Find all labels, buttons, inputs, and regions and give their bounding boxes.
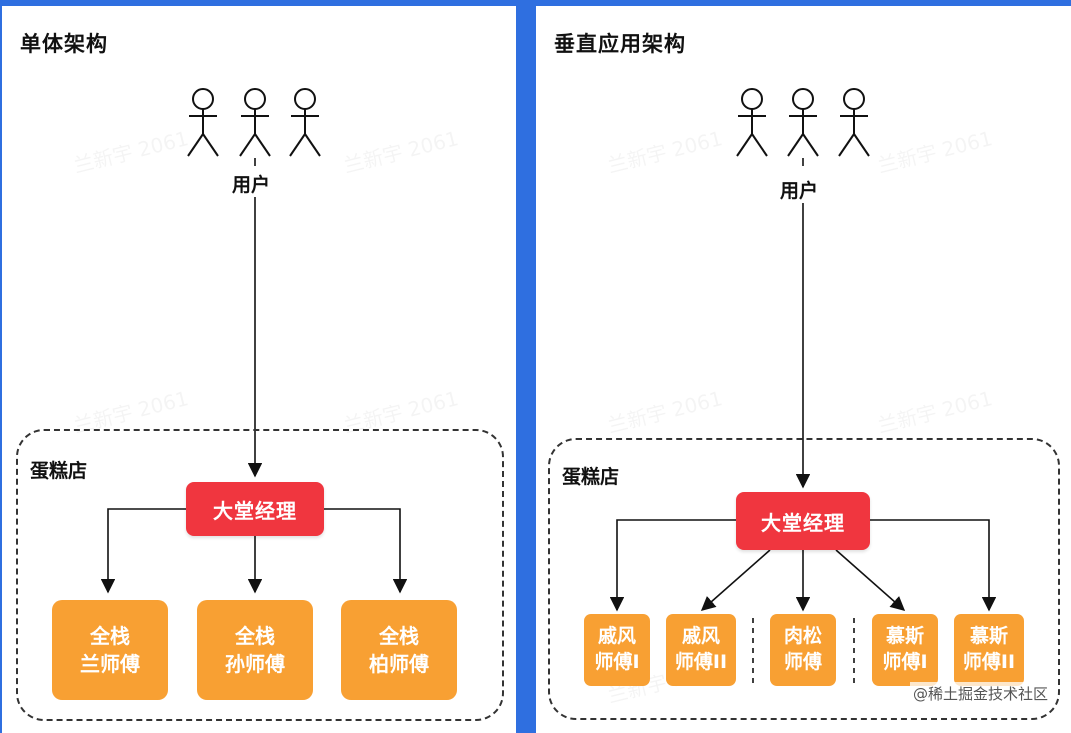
chef-node: 全栈 兰师傅	[52, 600, 168, 700]
chef-skill: 戚风	[681, 625, 720, 648]
chef-name: 孙师傅	[225, 652, 285, 676]
chef-skill: 全栈	[379, 624, 419, 648]
users-label: 用户	[778, 176, 821, 203]
chef-name: 师傅I	[882, 651, 928, 673]
chef-name: 师傅II	[674, 651, 728, 673]
users-label: 用户	[230, 170, 273, 197]
chef-node: 戚风 师傅II	[666, 614, 736, 686]
chef-skill: 戚风	[597, 625, 636, 648]
cake-shop-label: 蛋糕店	[562, 466, 620, 488]
lobby-manager-node: 大堂经理	[736, 492, 870, 550]
chef-name: 师傅I	[594, 651, 640, 673]
vertical-architecture-panel: 兰新宇 2061 兰新宇 2061 兰新宇 2061 兰新宇 2061 兰新宇 …	[536, 6, 1071, 733]
diagram-connectors	[100, 88, 408, 594]
chef-node: 全栈 孙师傅	[197, 600, 313, 700]
chef-name: 柏师傅	[369, 652, 429, 676]
chef-skill: 慕斯	[885, 625, 924, 648]
user-icon	[289, 88, 321, 157]
user-icon	[239, 88, 271, 157]
chef-skill: 全栈	[235, 624, 275, 648]
cake-shop-boundary	[16, 429, 504, 721]
chef-node: 慕斯 师傅II	[954, 614, 1024, 686]
chef-node: 肉松 师傅	[770, 614, 836, 686]
chef-name: 师傅II	[962, 651, 1016, 673]
chef-node: 戚风 师傅I	[584, 614, 650, 686]
lobby-manager-node: 大堂经理	[186, 482, 324, 536]
panel-title: 垂直应用架构	[554, 32, 686, 56]
cake-shop-label: 蛋糕店	[30, 460, 88, 482]
cake-shop-boundary	[548, 438, 1060, 720]
diagram-connectors	[609, 88, 997, 686]
user-icon	[787, 88, 819, 157]
chef-skill: 全栈	[90, 624, 130, 648]
panel-title: 单体架构	[20, 32, 108, 56]
source-watermark: @稀土掘金技术社区	[909, 682, 1051, 705]
chef-node: 慕斯 师傅I	[872, 614, 938, 686]
chef-skill: 肉松	[783, 625, 822, 648]
chef-name: 师傅	[783, 651, 822, 673]
user-icon	[736, 88, 768, 157]
chef-skill: 慕斯	[969, 625, 1008, 648]
monolithic-architecture-panel: 兰新宇 2061 兰新宇 2061 兰新宇 2061 兰新宇 2061 单体架构	[2, 6, 516, 733]
chef-name: 兰师傅	[80, 652, 140, 676]
user-icon	[838, 88, 870, 157]
chef-node: 全栈 柏师傅	[341, 600, 457, 700]
user-icon	[187, 88, 219, 157]
